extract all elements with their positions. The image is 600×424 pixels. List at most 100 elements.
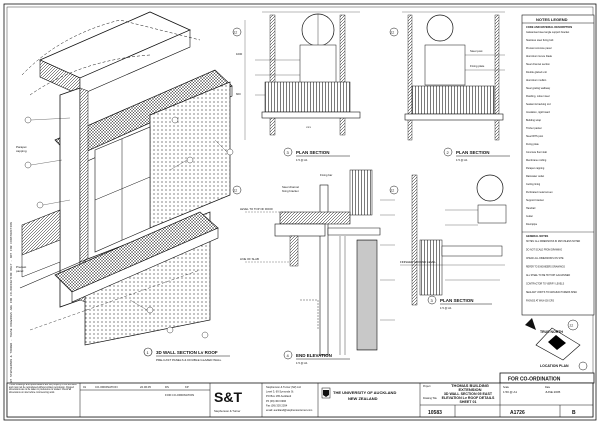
tag-zz-4: ZZ xyxy=(391,189,395,193)
client-line-2: NEW ZEALAND xyxy=(348,396,378,401)
project-label: Project xyxy=(423,385,431,388)
view-4-scale: 1:5 @ A1 xyxy=(296,361,308,365)
view-1-subtitle: PRE-CAST PANELS & DOUBLE GLAZED WALL xyxy=(156,358,222,362)
job-number: 10583 xyxy=(428,410,442,416)
view-3d-wall-section: Parapet capping Precast panel 1 3D WALL … xyxy=(16,11,234,362)
scale-value: 1:50 @ A1 xyxy=(503,390,517,394)
svg-text:Parapet: Parapet xyxy=(16,145,27,149)
note-item: Perforated metal screen xyxy=(526,191,553,194)
note-item: Stainless steel fixing bolt xyxy=(526,39,554,42)
date-value: JUNE 2005 xyxy=(545,390,561,394)
status-text: FOR CO-ORDINATION xyxy=(508,377,561,383)
firm-address-line: Ph (09) 303 0396 xyxy=(266,399,287,403)
note-item: Rainwater outlet xyxy=(526,175,544,178)
note-item: Fixing plate xyxy=(526,143,539,146)
firm-sub: Stephenson & Turner xyxy=(214,409,241,413)
note-item: Building wrap xyxy=(526,119,542,122)
line-of-slab-label: LINE OF SLAB xyxy=(240,257,259,261)
notes-legend: NOTES LEGEND CODE AND MATERIAL DESCRIPTI… xyxy=(521,14,595,316)
svg-text:panel: panel xyxy=(16,269,24,273)
issue-label: FOR CO-ORDINATION xyxy=(165,393,194,397)
revision-date: 22.06.05 xyxy=(140,385,151,389)
view-3b-scale: 1:5 @ A1 xyxy=(440,306,452,310)
drawing-title: 3D WALL SECTION 05 EAST ELEVATION Lv ROO… xyxy=(441,392,495,404)
firm-address-line: Fax (09) 303 2034 xyxy=(266,403,288,407)
revision-no: 01 xyxy=(83,385,87,389)
plan-a-grating xyxy=(264,81,351,113)
general-note-item: FIXINGS AT MAX 600 CRS xyxy=(526,300,554,303)
view-end-elevation: ZZ LEVEL TO TOP OF ROOF LINE OF SLAB Fix… xyxy=(232,169,395,365)
finished-ground-label: FINISHED GROUND LEVEL xyxy=(400,260,436,264)
notes-header: NOTES LEGEND xyxy=(536,17,568,22)
svg-text:Steel post: Steel post xyxy=(470,49,483,53)
view-1-number: 1 xyxy=(147,350,150,355)
checked-by: KP xyxy=(185,385,189,389)
view-2-number: 2 xyxy=(447,150,450,155)
svg-text:Fixing plate: Fixing plate xyxy=(470,64,485,68)
location-plan-label: LOCATION PLAN xyxy=(540,364,569,368)
note-item: Double glazed unit xyxy=(526,71,547,74)
view-plan-section-a: ZZ 1000 600 xxx 3 PLAN SECTION 1:5 @ A1 xyxy=(232,11,361,162)
note-item: Ceiling lining xyxy=(526,183,541,186)
svg-text:1000: 1000 xyxy=(236,52,243,56)
view-3b-title: PLAN SECTION xyxy=(440,298,474,303)
note-item: Steel channel section xyxy=(526,63,550,66)
note-item: Handrail xyxy=(526,207,536,210)
svg-text:600: 600 xyxy=(236,92,241,96)
glazed-wall xyxy=(94,126,151,253)
note-item: Galvanised steel angle support bracket xyxy=(526,31,570,34)
notes-list: Galvanised steel angle support bracketSt… xyxy=(526,31,570,226)
svg-text:fixing bracket: fixing bracket xyxy=(282,189,299,193)
firm-address-line: PO Box 165 Auckland xyxy=(266,394,292,398)
tag-zz-3: ZZ xyxy=(234,189,238,193)
note-item: Sealant & backing rod xyxy=(526,103,551,106)
plan-b-grating xyxy=(411,85,495,115)
view-2-title: PLAN SECTION xyxy=(456,150,490,155)
note-item: Concrete floor slab xyxy=(526,151,548,154)
location-plan: ZZ TRUE NORTH LOCATION PLAN xyxy=(525,318,588,371)
note-item: Steel RHS post xyxy=(526,135,543,138)
note-item: Support bracket xyxy=(526,199,544,202)
note-item: Downpipe xyxy=(526,223,538,226)
view-3-scale: 1:5 @ A1 xyxy=(296,158,308,162)
view-plan-section-c: ZZ FINISHED GROUND LEVEL 3 PLAN SECTION … xyxy=(389,174,507,310)
view-3-number: 3 xyxy=(287,150,290,155)
disclaimer-text: These drawings and specifications are th… xyxy=(9,384,77,394)
revision-desc: CO-ORDINATION xyxy=(95,385,117,389)
project-name: THOMAS BUILDING EXTENSION xyxy=(451,384,489,393)
note-item: Parapet capping xyxy=(526,167,545,170)
firm-address-line: Level 3, 69 Symonds St xyxy=(266,390,294,394)
general-notes-list: NOTES: ALL DIMENSIONS IN MM UNLESS NOTED… xyxy=(526,240,580,303)
note-item: Flashing, colour steel xyxy=(526,95,550,98)
tag-zz-2: ZZ xyxy=(391,31,395,35)
svg-text:xxx: xxx xyxy=(306,126,311,129)
note-item: Aluminium mullion xyxy=(526,79,547,82)
tag-zz-1: ZZ xyxy=(234,31,238,35)
notes-subheader: CODE AND MATERIAL DESCRIPTION xyxy=(526,25,572,29)
view-4-number: 4 xyxy=(287,353,290,358)
svg-text:Precast: Precast xyxy=(16,265,26,269)
firm-address-line: Stephenson & Turner (NZ) Ltd xyxy=(266,385,301,389)
true-north-label: TRUE NORTH xyxy=(540,330,563,334)
general-note-item: CHECK ALL DIMENSIONS ON SITE xyxy=(526,257,564,260)
elev-top-grating xyxy=(349,169,373,216)
general-note-item: NOTES: ALL DIMENSIONS IN MM UNLESS NOTED xyxy=(526,240,580,243)
note-item: Steel grating walkway xyxy=(526,87,551,90)
firm-logo: S&T xyxy=(214,389,242,405)
view-3-title: PLAN SECTION xyxy=(296,150,330,155)
firm-address-line: email: auckland@stephensonturner.com xyxy=(266,408,312,412)
note-item: Gutter xyxy=(526,215,533,218)
date-label: Date xyxy=(545,386,551,389)
sheet-border xyxy=(3,3,597,421)
view-3b-number: 3 xyxy=(431,298,434,303)
view-plan-section-b: ZZ Steel post Fixing plate 2 PLAN SECTIO… xyxy=(389,11,510,162)
title-block: These drawings and specifications are th… xyxy=(6,382,594,418)
note-item: Membrane roofing xyxy=(526,159,547,162)
tag-zz-5: ZZ xyxy=(570,324,574,328)
svg-text:capping: capping xyxy=(16,149,27,153)
general-note-item: DO NOT SCALE FROM DRAWING xyxy=(526,249,562,252)
revision-letter: B xyxy=(572,410,576,416)
note-item: Insulation, rigid board xyxy=(526,111,551,114)
left-margin-text: COPYRIGHT STEPHENSON & TURNER - THESE DR… xyxy=(10,222,13,395)
